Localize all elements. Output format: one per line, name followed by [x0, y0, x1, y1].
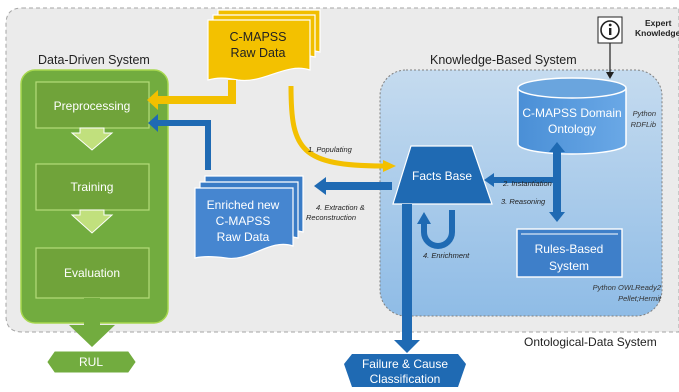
extraction-label-2: Reconstruction	[306, 213, 356, 222]
rules-tool-note-1: Python OWLReady2	[593, 283, 662, 292]
arrow-enrichment-head	[417, 212, 431, 224]
ontology-database	[517, 77, 627, 155]
data-driven-title: Data-Driven System	[38, 53, 150, 67]
training-box	[35, 163, 150, 211]
ontology-label-line2: Ontology	[548, 122, 596, 136]
raw-data-label-line2: Raw Data	[231, 46, 286, 60]
enriched-data-documents	[194, 175, 304, 259]
arrow-training-evaluation	[70, 209, 114, 234]
raw-data-documents	[207, 9, 321, 82]
arrow-evaluation-rul	[69, 298, 115, 347]
preprocessing-label: Preprocessing	[54, 99, 131, 113]
rul-badge	[47, 351, 136, 373]
arrow-preprocessing-training	[70, 127, 114, 151]
rules-label-line2: System	[549, 259, 589, 273]
training-label: Training	[71, 180, 114, 194]
ontology-label-line1: C-MAPSS Domain	[522, 106, 621, 120]
enrichment-label: 4. Enrichment	[423, 251, 470, 260]
ontological-system-label: Ontological-Data System	[524, 335, 657, 349]
arrow-enriched-to-preprocessing	[148, 114, 211, 170]
enriched-label-line2: C-MAPSS	[216, 214, 271, 228]
knowledge-based-title: Knowledge-Based System	[430, 53, 577, 67]
arrow-instantiation-reasoning	[484, 173, 557, 187]
enriched-label-line1: Enriched new	[207, 198, 280, 212]
extraction-label-1: 4. Extraction &	[316, 203, 365, 212]
ontology-tool-note-1: Python	[633, 109, 656, 118]
instantiation-label: 2. Instantiation	[502, 179, 552, 188]
raw-data-label-line1: C-MAPSS	[230, 30, 287, 44]
ontology-tool-note-2: RDFLib	[631, 120, 656, 129]
arrow-enrichment	[421, 210, 455, 249]
enriched-label-line3: Raw Data	[217, 230, 270, 244]
preprocessing-box	[35, 81, 150, 129]
expert-label-line1: Expert	[645, 18, 672, 28]
evaluation-label: Evaluation	[64, 266, 120, 280]
rules-box	[516, 228, 623, 278]
expert-label-line2: Knowledge	[635, 28, 679, 38]
arrow-extraction	[314, 177, 392, 195]
rules-tool-note-2: Pellet;Hermit	[618, 294, 662, 303]
failure-badge	[344, 354, 466, 387]
arrow-populating-head	[383, 160, 396, 172]
failure-label-line1: Failure & Cause	[362, 357, 448, 371]
facts-base-label: Facts Base	[412, 169, 472, 183]
info-icon	[600, 20, 620, 40]
arrow-facts-to-failure	[394, 204, 420, 353]
arrow-populating	[288, 85, 386, 169]
failure-label-line2: Classification	[370, 372, 441, 386]
facts-base-shape	[392, 145, 493, 205]
rul-label: RUL	[79, 355, 103, 369]
rules-label-line1: Rules-Based	[535, 242, 604, 256]
arrow-raw-to-preprocessing	[147, 80, 236, 110]
reasoning-label: 3. Reasoning	[501, 197, 546, 206]
arrow-expert-ontology-head	[606, 72, 614, 79]
populating-label: 1. Populating	[308, 145, 353, 154]
